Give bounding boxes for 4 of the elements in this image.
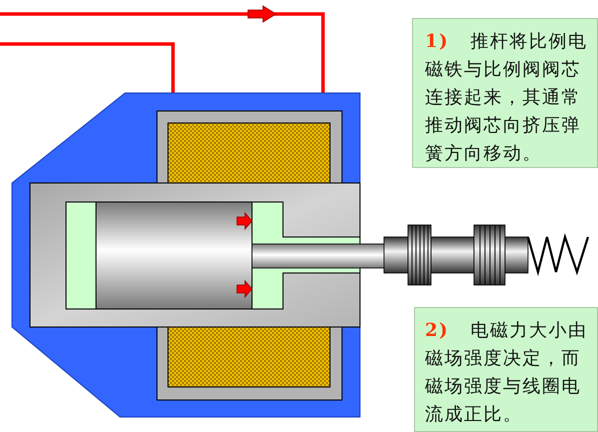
note-panel — [414, 307, 598, 432]
note-text: 1) 推杆将比例电磁铁与比例阀阀芯连接起来，其通常推动阀芯向挤压弹簧方向移动。 — [425, 30, 588, 166]
note-text: 2) 电磁力大小由磁场强度决定，而磁场强度与线圈电流成正比。 — [425, 319, 588, 427]
note-panel — [412, 18, 598, 168]
